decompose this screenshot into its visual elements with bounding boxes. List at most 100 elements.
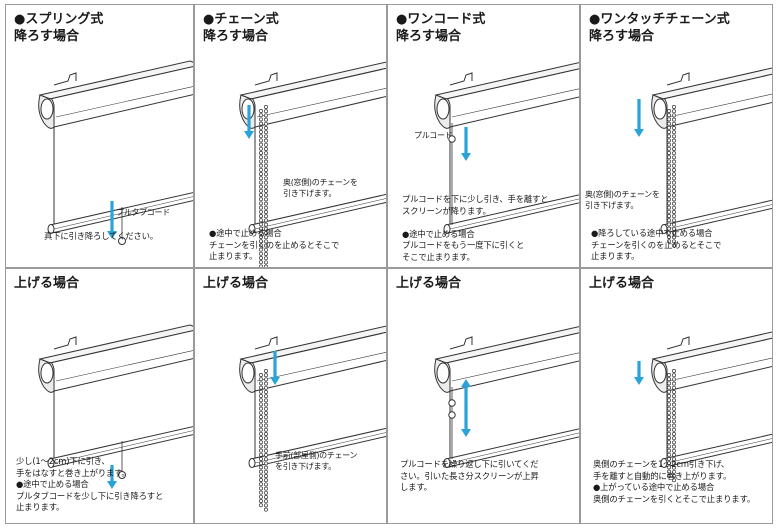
panel-spring-up: 上げる場合少し(1～2cm)下に引き、手をはなすと巻き上がります。●途中で止める… xyxy=(5,268,194,524)
head-rail xyxy=(239,61,386,129)
instruction-text: 奥側のチェーンを1～2cm引き下げ、手を離すと自動的に巻き上がります。●上がって… xyxy=(593,459,755,505)
instruction-line: 止まります。 xyxy=(209,251,258,261)
screen xyxy=(660,127,772,234)
instruction-line: 奥側のチェーンを引くとそこで止まります。 xyxy=(593,493,755,504)
instruction-line: 止まります。 xyxy=(591,251,640,261)
blind-illustration xyxy=(239,61,386,267)
bead-chain-back xyxy=(672,105,676,248)
down-arrow xyxy=(107,201,117,239)
head-rail xyxy=(651,67,772,129)
panel-chain-up: 上げる場合手前(部屋側)のチェーンを引き下げます。 xyxy=(194,268,387,524)
cord-grip-lower xyxy=(448,411,456,419)
heading-line: 降ろす場合 xyxy=(396,29,462,44)
blind-illustration xyxy=(434,326,579,468)
bead-chain-front xyxy=(259,373,263,508)
instruction-line xyxy=(402,217,548,229)
blind-illustration xyxy=(634,331,772,483)
bead-chain-back xyxy=(672,369,676,483)
heading-line: ●スプリング式 xyxy=(14,12,104,27)
instruction-line: ●降ろしている途中で止める場合 xyxy=(591,228,713,238)
panel-onetouch-down: ●ワンタッチチェーン式降ろす場合奥(窓側)のチェーンを引き下げます。 ●降ろしてい… xyxy=(580,4,773,268)
head-rail xyxy=(434,62,579,129)
instruction-line: ●上がっている途中で止める場合 xyxy=(593,482,715,492)
heading-line: 上げる場合 xyxy=(14,276,80,291)
bead-chain-back xyxy=(264,105,268,267)
down-arrow xyxy=(107,465,117,489)
up-arrow xyxy=(461,379,471,409)
instruction-text: プルコードを繰り返し下に引いてください。引いた長さ分スクリーンが上昇します。 xyxy=(400,459,539,494)
down-arrow xyxy=(244,105,254,139)
instruction-text: ●降ろしている途中で止める場合チェーンを引くのを止めるとそこで止まります。 xyxy=(591,228,721,263)
bead-chain-front xyxy=(667,373,671,478)
heading-line: 上げる場合 xyxy=(589,276,655,291)
down-arrow xyxy=(461,127,471,161)
panel-heading: 上げる場合 xyxy=(396,275,461,292)
head-rail xyxy=(38,60,193,129)
pull-tab xyxy=(118,237,126,245)
instruction-text: プルコードを下に少し引き、手を離すとスクリーンが降ります。 ●途中で止める場合プ… xyxy=(402,194,549,263)
instruction-text: 少し(1～2cm)下に引き、手をはなすと巻き上がります。●途中で止める場合プルタ… xyxy=(16,456,163,514)
heading-line: 降ろす場合 xyxy=(589,29,655,44)
bead-chain-front xyxy=(667,109,671,244)
head-rail xyxy=(239,325,386,393)
panel-chain-down: ●チェーン式降ろす場合奥(窓側)のチェーンを引き下げます。 ●途中で止める場合チェ… xyxy=(194,4,387,268)
part-label: プルタブコード xyxy=(116,208,170,217)
cord-grip xyxy=(448,135,456,143)
instruction-line: スクリーンが降ります。 xyxy=(402,205,491,216)
heading-line: ●チェーン式 xyxy=(203,12,279,27)
instruction-line: 止まります。 xyxy=(16,502,65,512)
heading-line: ●ワンタッチチェーン式 xyxy=(589,12,730,27)
blind-illustration xyxy=(434,62,579,234)
screen xyxy=(443,127,579,234)
panel-heading: 上げる場合 xyxy=(589,275,654,292)
down-arrow xyxy=(461,407,471,437)
screen xyxy=(248,391,386,468)
instruction-line: チェーンを引くのを止めるとそこで xyxy=(591,239,722,250)
panel-heading: ●チェーン式降ろす場合 xyxy=(203,11,279,45)
instruction-text: 真下に引き降ろしてください。 xyxy=(44,231,158,243)
head-rail xyxy=(38,324,193,393)
blind-illustration xyxy=(239,325,386,512)
screen xyxy=(660,391,772,468)
heading-line: 上げる場合 xyxy=(203,276,269,291)
down-arrow xyxy=(634,99,644,137)
instruction-line: 手をはなすと巻き上がります。 xyxy=(16,467,130,478)
screen xyxy=(248,127,386,234)
instruction-line: します。 xyxy=(400,482,432,492)
down-arrow xyxy=(270,351,280,385)
heading-line: 降ろす場合 xyxy=(203,29,269,44)
instruction-line: 手を離すと自動的に巻き上がります。 xyxy=(593,470,732,481)
part-label: 手前(部屋側)のチェーンを引き下げます。 xyxy=(275,451,358,471)
cord-grip xyxy=(448,399,456,407)
instruction-text: ●途中で止める場合チェーンを引くのを止めるとそこで止まります。 xyxy=(209,228,339,263)
part-label: 奥(窓側)のチェーンを引き下げます。 xyxy=(585,190,660,210)
panel-heading: ●ワンタッチチェーン式降ろす場合 xyxy=(589,11,730,45)
panel-onetouch-up: 上げる場合奥側のチェーンを1～2cm引き下げ、手を離すと自動的に巻き上がります。… xyxy=(580,268,773,524)
screen xyxy=(47,127,193,234)
panel-spring-down: ●スプリング式降ろす場合プルタブコード真下に引き降ろしてください。 xyxy=(5,4,194,268)
instruction-line: 真下に引き降ろしてください。 xyxy=(44,231,158,241)
instruction-line: そこで止まります。 xyxy=(402,251,475,262)
instruction-line: プルタブコードを少し下に引き降ろすと xyxy=(16,490,164,501)
heading-line: ●ワンコード式 xyxy=(396,12,486,27)
part-label: 奥(窓側)のチェーンを引き下げます。 xyxy=(283,178,358,198)
panel-cord-down: ●ワンコード式降ろす場合プルコードプルコードを下に少し引き、手を離すとスクリーン… xyxy=(387,4,580,268)
instruction-line: 奥側のチェーンを1～2cm引き下げ、 xyxy=(593,459,730,469)
heading-line: 上げる場合 xyxy=(396,276,462,291)
instruction-line: プルコードを下に少し引き、手を離すと xyxy=(402,194,549,204)
bead-chain-front xyxy=(259,109,263,267)
part-label: プルコード xyxy=(414,131,453,140)
head-rail xyxy=(434,326,579,393)
blind-illustration xyxy=(38,324,193,489)
screen xyxy=(47,391,193,468)
instruction-line: ●途中で止める場合 xyxy=(402,228,475,239)
instruction-line: ●途中で止める場合 xyxy=(209,228,282,238)
head-rail xyxy=(651,331,772,393)
instruction-line: プルコードを繰り返し下に引いてくだ xyxy=(400,459,539,469)
panel-heading: 上げる場合 xyxy=(14,275,79,292)
heading-line: 降ろす場合 xyxy=(14,29,80,44)
down-arrow xyxy=(634,361,644,385)
panel-heading: ●スプリング式降ろす場合 xyxy=(14,11,103,45)
instruction-line: ●途中で止める場合 xyxy=(16,479,89,489)
